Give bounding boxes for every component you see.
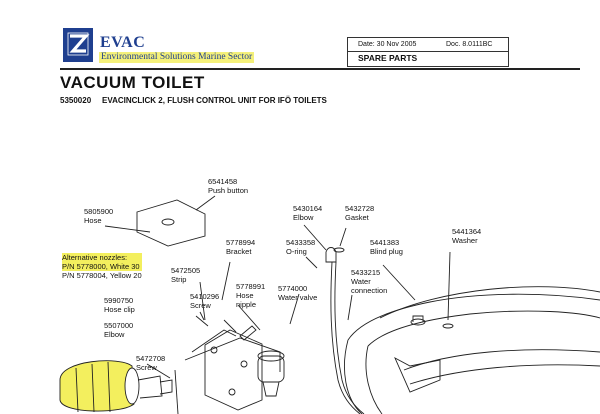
product-code: 5350020	[60, 96, 92, 105]
zodiac-logo	[63, 28, 93, 62]
label-alternative-nozzles: Alternative nozzles: P/N 5778000, White …	[62, 253, 142, 280]
document-info-box: Date: 30 Nov 2005 Doc. 8.0111BC SPARE PA…	[347, 37, 509, 67]
push-button-drawing	[136, 199, 206, 247]
product-description: EVACINCLICK 2, FLUSH CONTROL UNIT FOR IF…	[102, 96, 327, 105]
water-valve-drawing	[257, 355, 285, 383]
brand-name: EVAC	[100, 34, 146, 51]
bracket-drawing	[204, 329, 263, 411]
page-subtitle: 5350020 EVACINCLICK 2, FLUSH CONTROL UNIT…	[60, 96, 327, 105]
sector-name: Environmental Solutions Marine Sector	[99, 52, 255, 63]
page-title: VACUUM TOILET	[60, 73, 205, 92]
document-number: Doc. 8.0111BC	[446, 41, 493, 48]
header-rule	[60, 68, 580, 70]
section-label: SPARE PARTS	[358, 53, 418, 63]
toilet-bowl-drawing	[379, 286, 600, 319]
document-date: Date: 30 Nov 2005	[358, 41, 417, 48]
